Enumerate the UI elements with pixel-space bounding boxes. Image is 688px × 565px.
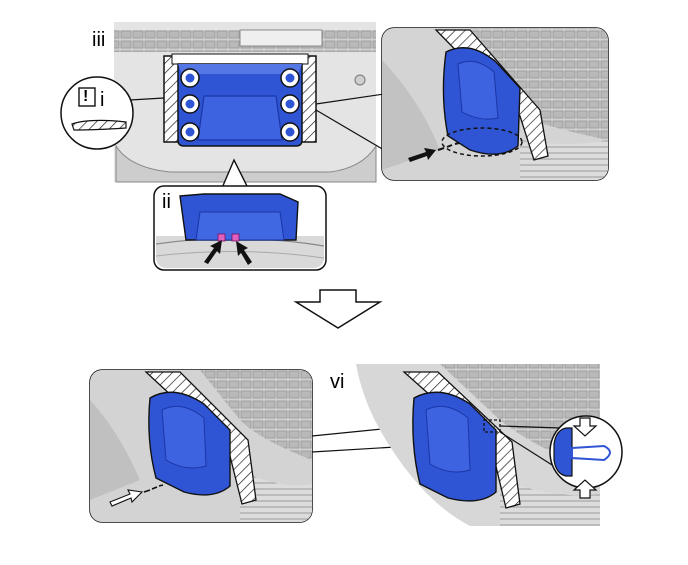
top-right-hatched-trim (434, 29, 549, 161)
clip-marker-mid-left (180, 94, 200, 114)
clip-tab-left (217, 233, 226, 242)
clip-marker-bottom-right (280, 122, 300, 142)
leader-line-to-clip-2 (499, 431, 561, 471)
leader-line-to-i (129, 97, 165, 101)
top-main-view (114, 22, 385, 183)
clip-marker-top-right (280, 68, 300, 88)
trim-tool-icon (71, 119, 127, 131)
push-arrow-icon-left (204, 240, 222, 264)
callout-ii (153, 158, 327, 271)
pull-direction-arrow-icon-top (408, 148, 436, 162)
clip-hook (571, 444, 611, 462)
clip-marker-mid-right (280, 94, 300, 114)
plate-slot (239, 29, 323, 47)
top-right-detail (381, 27, 609, 181)
callout-i-circle (60, 76, 134, 150)
down-arrow-icon (293, 289, 383, 329)
clip-marker-top-left (180, 68, 200, 88)
top-right-clip-highlight (441, 127, 523, 157)
push-arrow-icon-top (572, 417, 598, 437)
step-label-vi: vi (330, 371, 345, 393)
leader-line-to-clip (499, 425, 561, 429)
step-label-ii: ii (162, 191, 171, 213)
leader-line-to-top-right (315, 93, 385, 105)
clip-markers (180, 68, 300, 142)
bumper-fastener-hole (354, 74, 366, 86)
frame-top-bar (171, 53, 309, 65)
callout-i (60, 76, 134, 150)
pull-direction-arrow-icon (109, 489, 144, 507)
push-arrow-icon-bottom (572, 479, 598, 499)
blue-cover-recess (197, 95, 283, 141)
bottom-left-detail (89, 369, 413, 523)
step-label-iii: iii (92, 29, 106, 51)
caution-icon (78, 87, 96, 107)
push-arrow-icon-right (236, 241, 252, 265)
caution-mark: ! (83, 88, 89, 105)
clip-tab-right (231, 233, 240, 242)
bumper-lower-edge (115, 144, 377, 183)
leader-line-to-top-right-2 (315, 109, 385, 151)
bottom-right-view (356, 364, 623, 526)
clip-marker-bottom-left (180, 122, 200, 142)
blue-cover-highlight (178, 64, 302, 74)
step-label-i: i (100, 89, 105, 111)
clip-body-blue (553, 427, 573, 477)
